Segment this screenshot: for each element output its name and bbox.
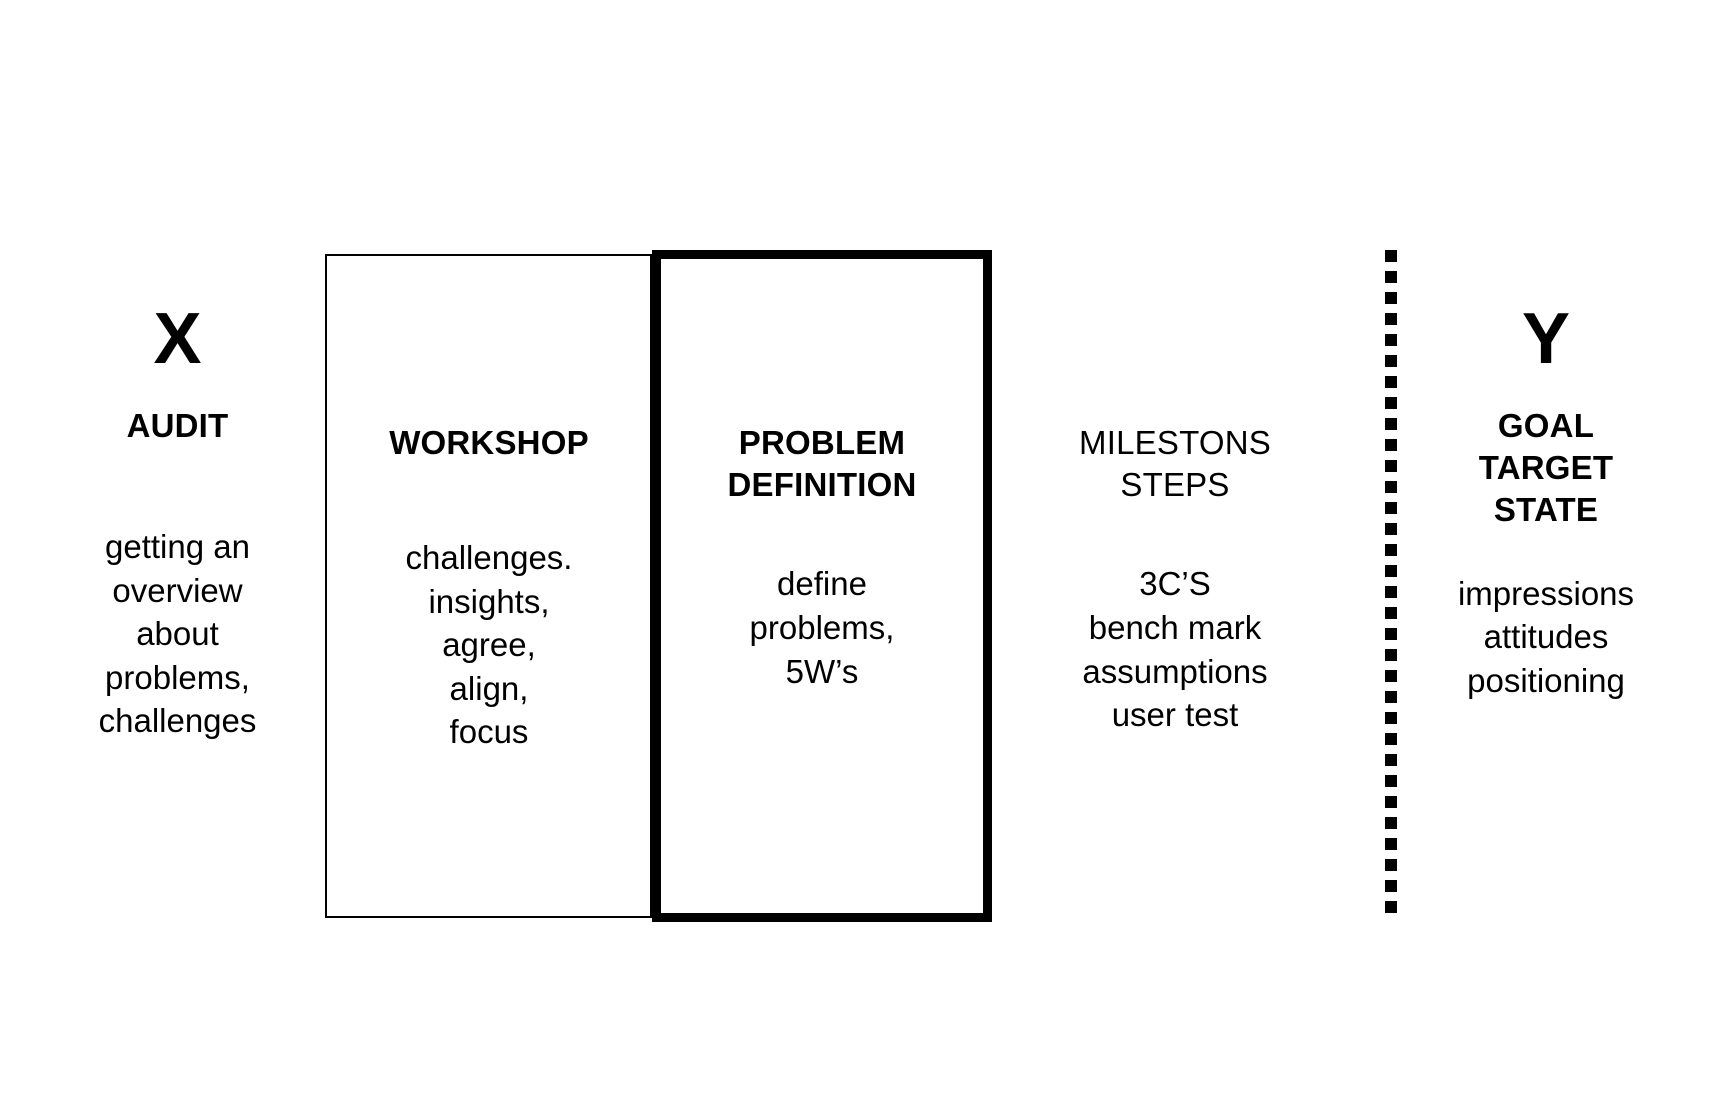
axis-marker-x: X xyxy=(153,299,202,379)
column-problem-definition: PROBLEM DEFINITION define problems, 5W’s xyxy=(660,422,984,693)
column-goal: Y GOAL TARGET STATE impressions attitude… xyxy=(1430,303,1662,702)
column-milestones: MILESTONS STEPS 3C’S bench mark assumpti… xyxy=(1035,422,1315,737)
workshop-heading: WORKSHOP xyxy=(389,424,589,461)
axis-marker-y: Y xyxy=(1521,299,1571,379)
dotted-divider-line xyxy=(1385,250,1397,922)
goal-body-text: impressions attitudes positioning xyxy=(1457,574,1635,699)
audit-body-text: getting an overview about problems, chal… xyxy=(98,528,257,740)
milestones-heading: MILESTONS STEPS xyxy=(1079,424,1271,504)
workshop-box xyxy=(325,254,652,918)
column-workshop: WORKSHOP challenges. insights, agree, al… xyxy=(330,422,648,754)
problem-definition-box xyxy=(652,250,992,922)
milestones-body-text: 3C’S bench mark assumptions user test xyxy=(1082,565,1268,734)
problem-definition-heading: PROBLEM DEFINITION xyxy=(727,424,917,504)
audit-heading: AUDIT xyxy=(126,407,229,444)
goal-heading: GOAL TARGET STATE xyxy=(1478,407,1614,529)
column-audit: X AUDIT getting an overview about proble… xyxy=(70,303,285,743)
workshop-body-text: challenges. insights, agree, align, focu… xyxy=(405,539,573,751)
problem-definition-body-text: define problems, 5W’s xyxy=(749,565,895,690)
